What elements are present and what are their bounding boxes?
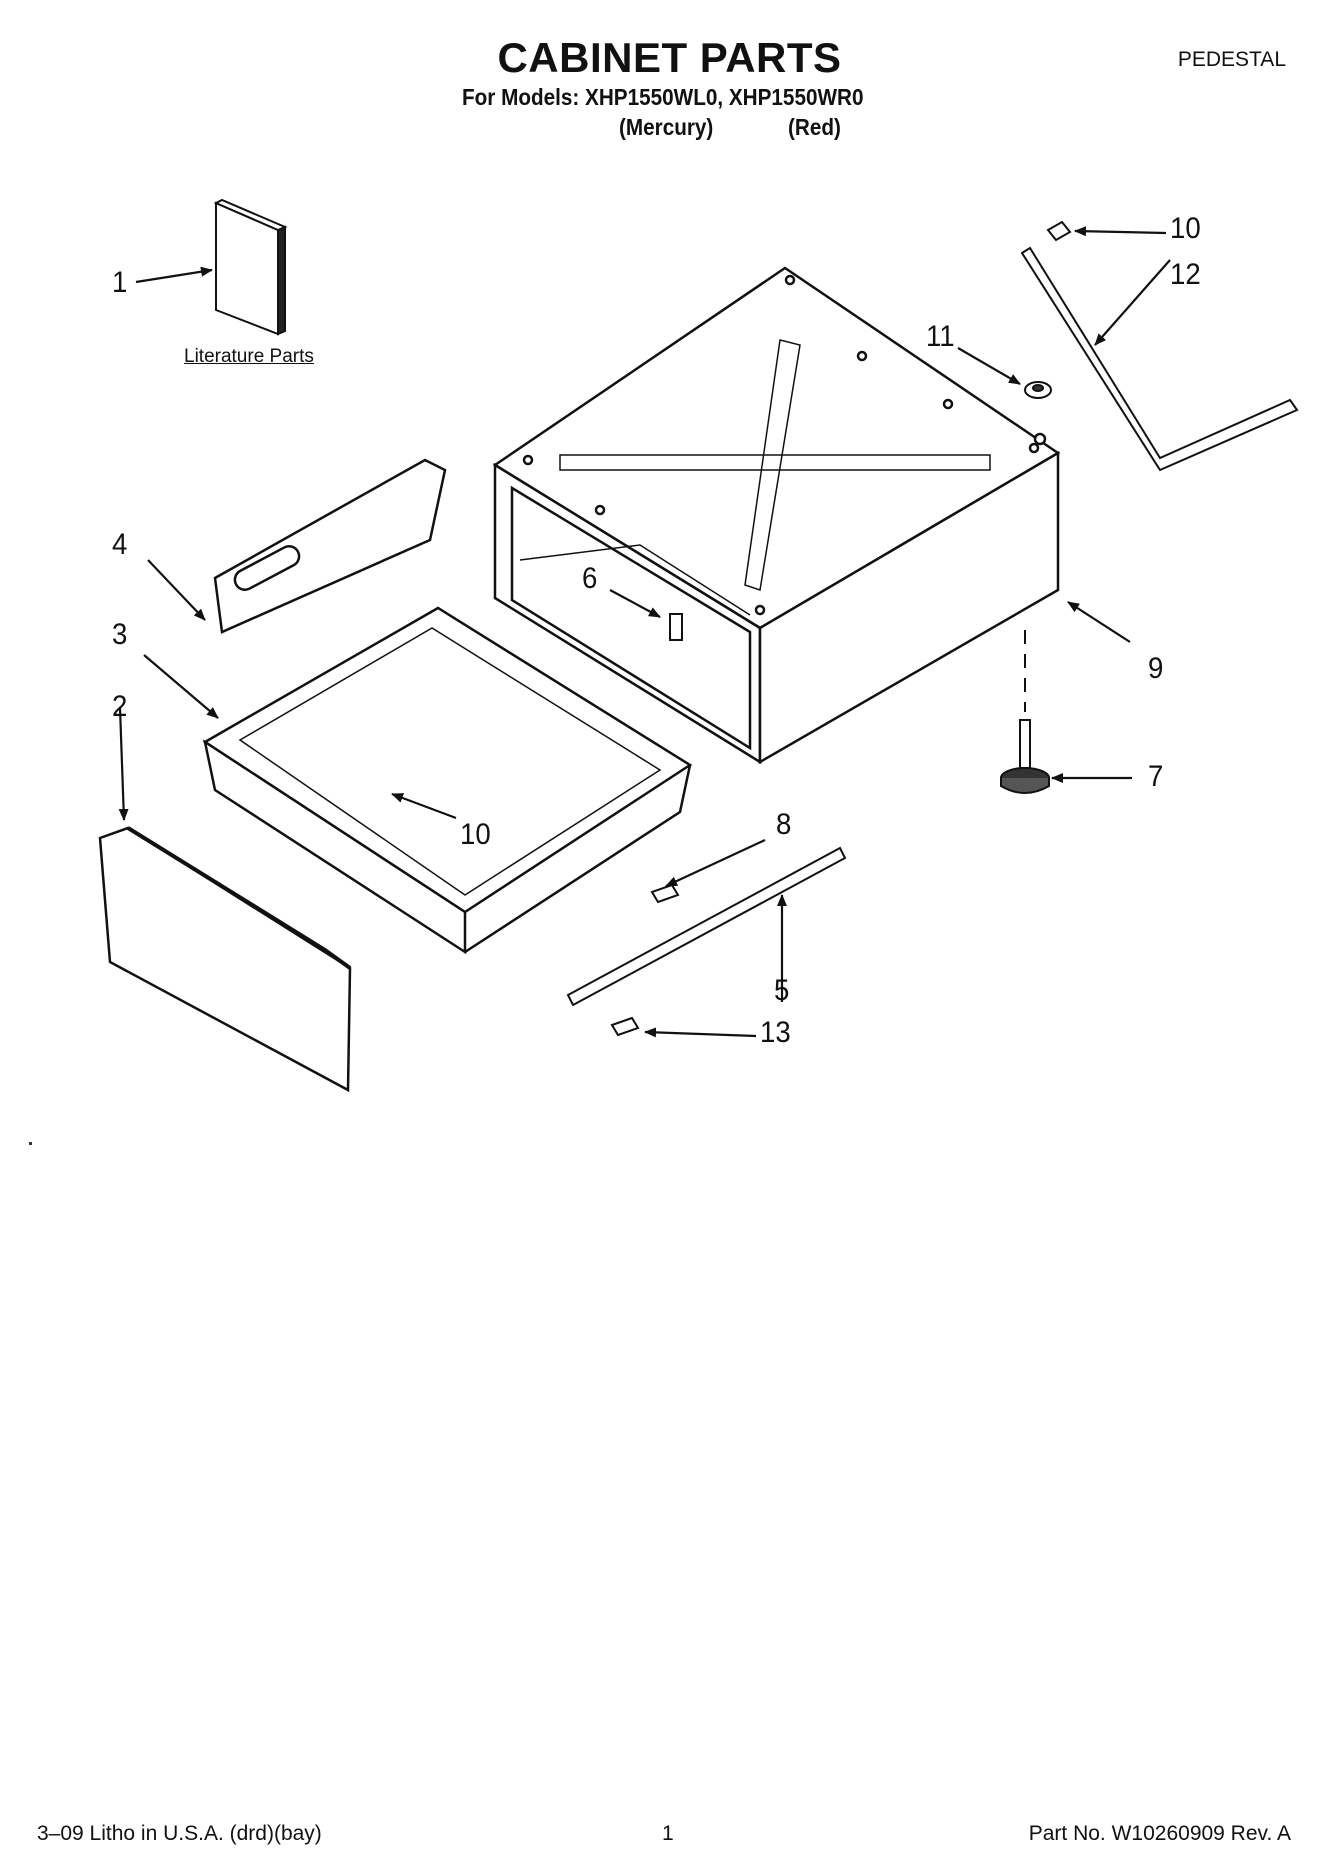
slide-rail <box>566 846 847 1007</box>
footer-print-info: 3–09 Litho in U.S.A. (drd)(bay) <box>37 1822 322 1845</box>
section-label: PEDESTAL <box>1177 48 1286 71</box>
callout-12: 12 <box>1170 258 1201 291</box>
literature-booklet <box>213 198 288 336</box>
cabinet-box <box>492 266 1061 765</box>
drawer-bin <box>202 606 693 955</box>
stray-mark <box>29 1142 32 1145</box>
drawer-front <box>98 826 352 1093</box>
callout-5: 5 <box>774 974 790 1007</box>
callout-10-bin: 10 <box>460 818 491 851</box>
bracket-rail <box>1020 246 1299 472</box>
callout-10-top: 10 <box>1170 212 1201 245</box>
variant-red: (Red) <box>788 114 841 140</box>
callout-1: 1 <box>112 266 128 299</box>
callout-4: 4 <box>112 528 128 561</box>
page-title: CABINET PARTS <box>497 34 842 81</box>
callout-7: 7 <box>1148 760 1164 793</box>
footer-part-number: Part No. W10260909 Rev. A <box>1028 1822 1291 1845</box>
leader-lines <box>118 226 1171 1038</box>
callout-8: 8 <box>776 808 792 841</box>
callout-3: 3 <box>112 618 128 651</box>
variant-mercury: (Mercury) <box>619 114 714 140</box>
callout-6: 6 <box>582 562 598 595</box>
callout-11: 11 <box>926 320 955 353</box>
callout-13: 13 <box>760 1016 791 1049</box>
footer-page-number: 1 <box>662 1822 674 1845</box>
models-line: For Models: XHP1550WL0, XHP1550WR0 <box>462 84 864 110</box>
literature-parts-label: Literature Parts <box>184 346 314 367</box>
bumper <box>1024 381 1052 399</box>
callout-2: 2 <box>112 690 128 723</box>
drawer-panel-insert <box>213 458 447 634</box>
leveling-foot <box>1000 719 1050 794</box>
callout-9: 9 <box>1148 652 1164 685</box>
